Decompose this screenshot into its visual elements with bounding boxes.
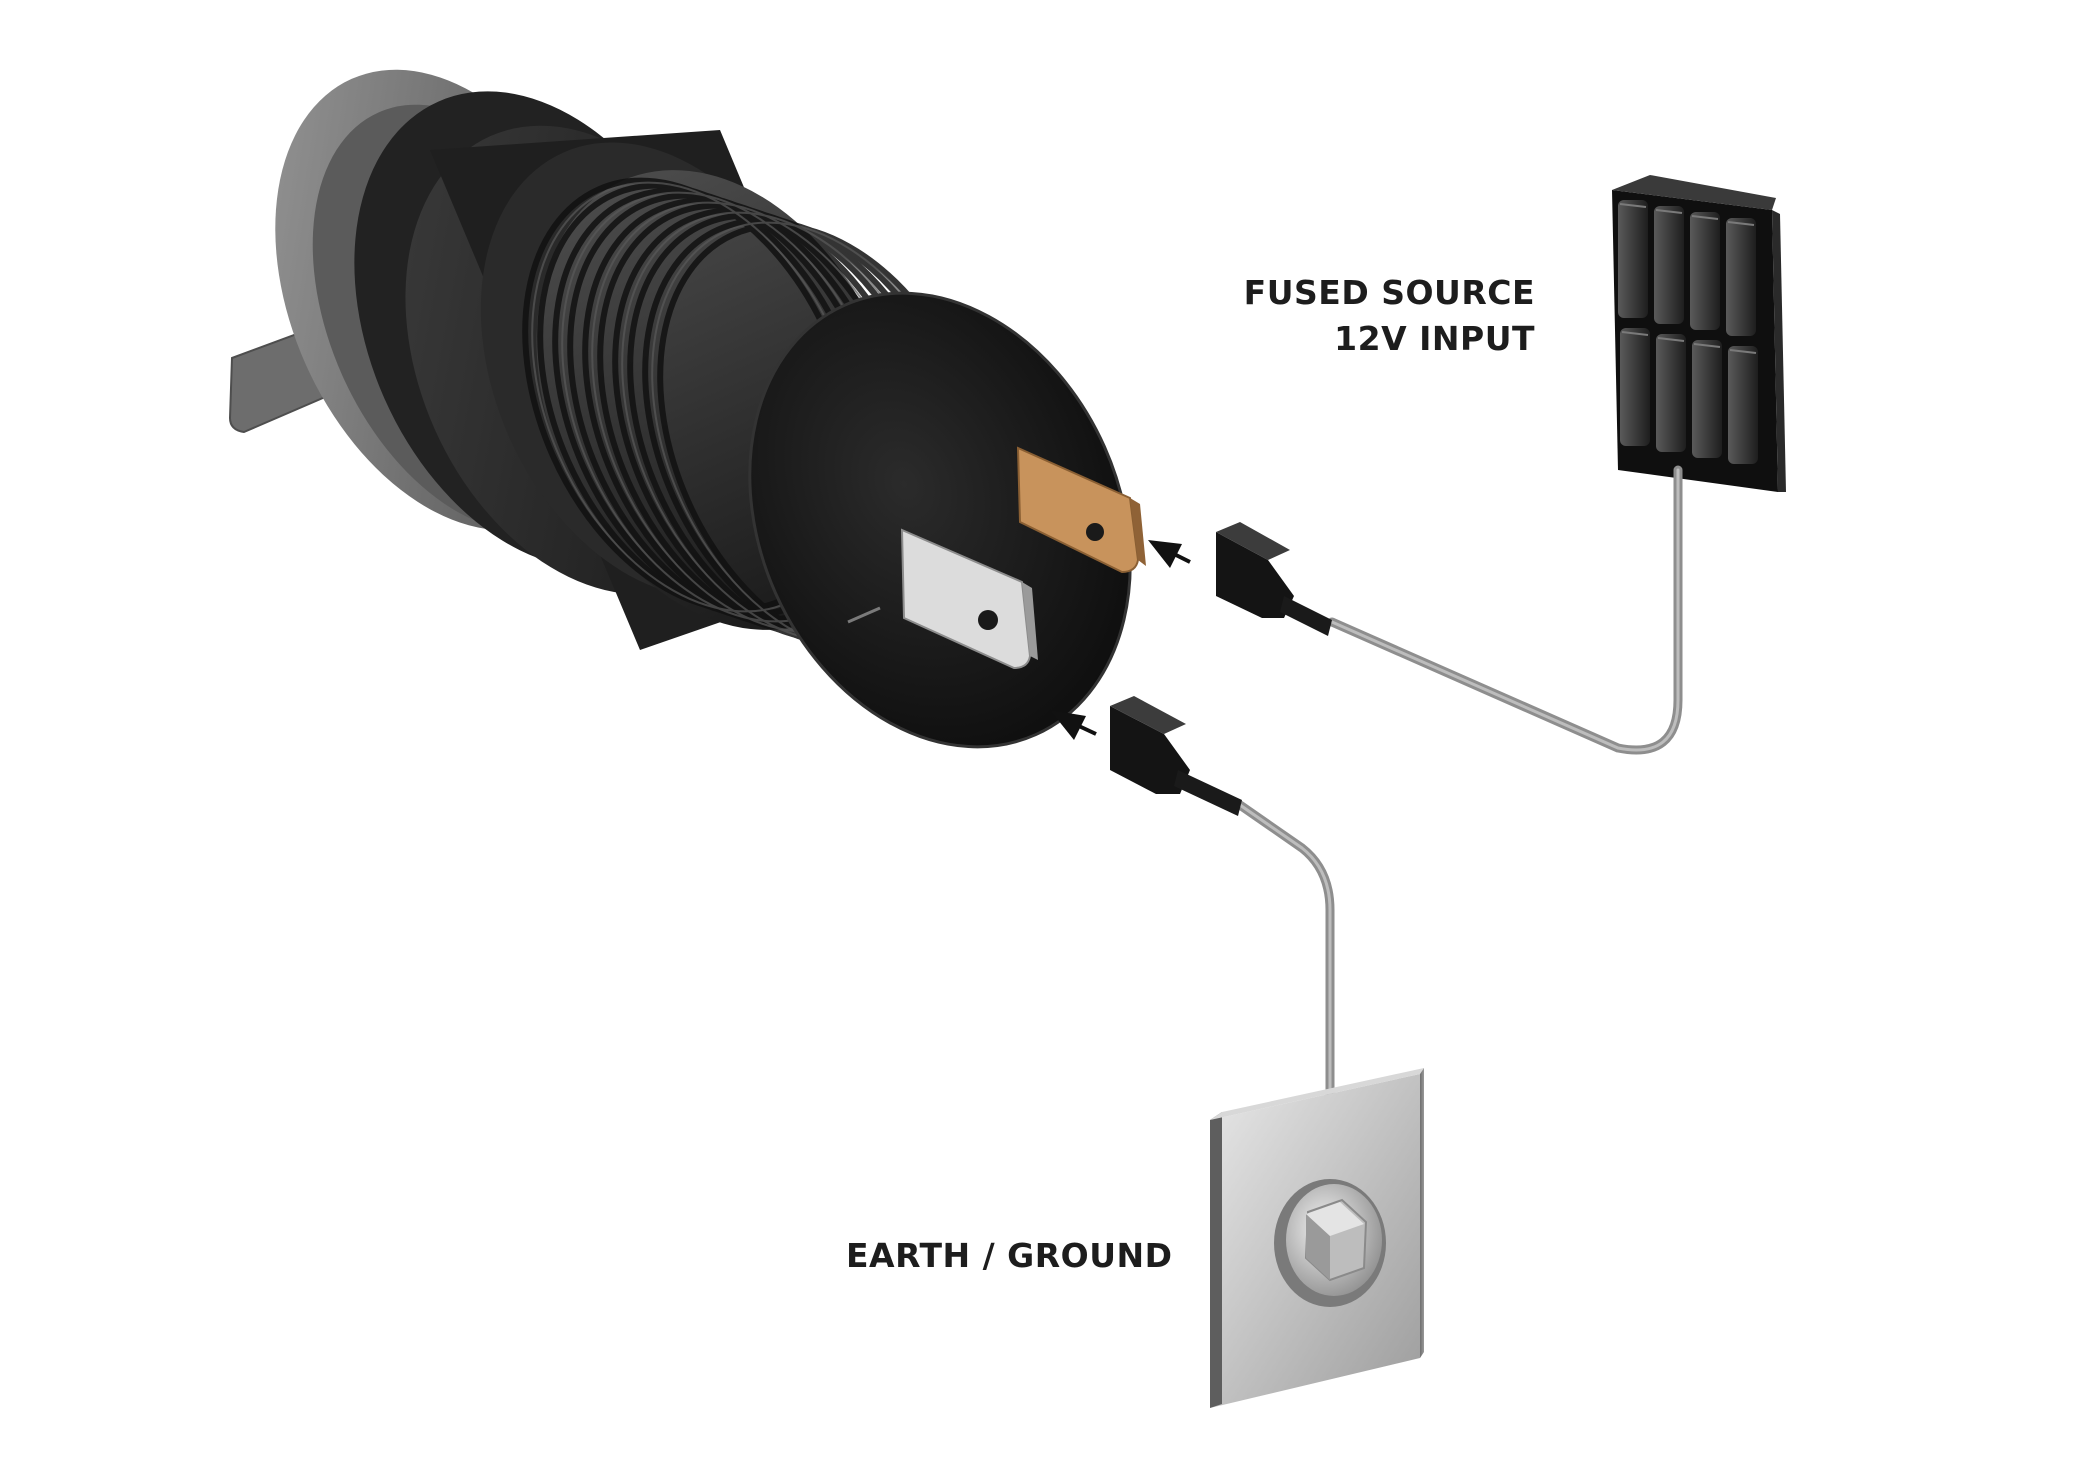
earth-plate bbox=[1210, 1068, 1424, 1408]
negative-terminal bbox=[900, 528, 1038, 670]
positive-wire bbox=[1327, 465, 1683, 755]
positive-connector bbox=[1216, 522, 1332, 636]
arrow-positive bbox=[1148, 540, 1191, 568]
fuse-row-bottom bbox=[1620, 328, 1758, 464]
ground-connector bbox=[1110, 696, 1242, 816]
wires bbox=[1235, 465, 1683, 1205]
fused-source-label: FUSED SOURCE 12V INPUT bbox=[1244, 270, 1535, 362]
fused-source-line1: FUSED SOURCE bbox=[1243, 273, 1535, 312]
12v-socket bbox=[228, 69, 1146, 749]
earth-bolt bbox=[1274, 1179, 1386, 1307]
arrow-ground bbox=[1050, 710, 1097, 740]
fuse-block bbox=[1612, 175, 1786, 492]
negative-mark bbox=[847, 606, 881, 624]
fused-source-line2: 12V INPUT bbox=[1334, 319, 1535, 358]
fuse-row-top bbox=[1618, 200, 1756, 336]
earth-ground-label: EARTH / GROUND bbox=[846, 1236, 1173, 1275]
positive-terminal bbox=[1016, 446, 1146, 574]
